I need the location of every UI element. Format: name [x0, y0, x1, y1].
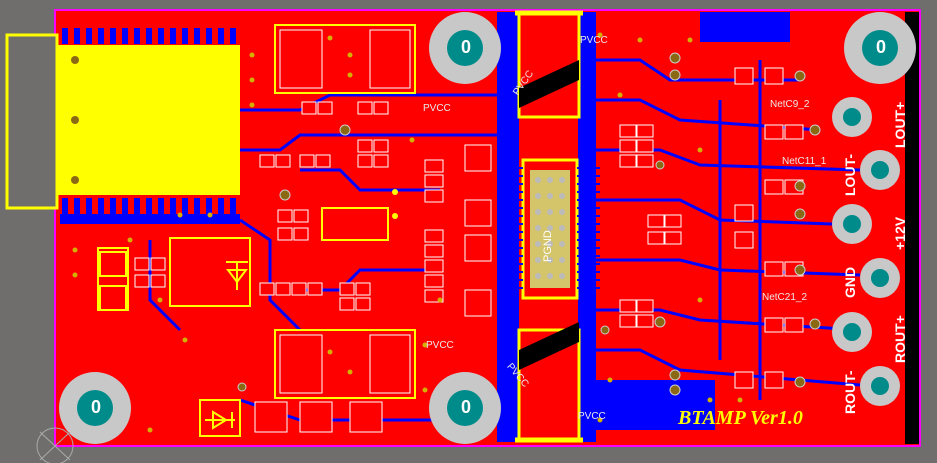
connector-label-lout-plus: LOUT+ — [892, 101, 908, 148]
smd-outlines — [99, 251, 248, 430]
bt-module-pins-bottom — [62, 198, 236, 214]
mounting-hole-top-right — [844, 12, 916, 84]
connector-label-rout-plus: ROUT+ — [892, 315, 908, 363]
hole-label-bottom-left: 0 — [91, 397, 102, 417]
board-title: BTAMP Ver1.0 — [678, 407, 803, 429]
ic-label-pgnd: PGND — [542, 230, 554, 262]
ic-thermal-vias — [535, 177, 565, 279]
bt-module-pins-top — [62, 28, 236, 44]
hole-label-top-right: 0 — [876, 37, 887, 57]
smd-parts — [134, 67, 804, 389]
connector-label-gnd: GND — [842, 266, 858, 298]
mounting-hole-top-center — [429, 12, 501, 84]
net-label-c9: NetC9_2 — [770, 99, 810, 110]
ic-pins-left — [500, 167, 523, 289]
mounting-hole-bottom-center — [429, 372, 501, 444]
hole-label-top-center: 0 — [461, 37, 472, 57]
shield-outline — [5, 33, 59, 210]
connector-label-12v: +12V — [892, 216, 908, 250]
board-edge-dark — [905, 12, 919, 444]
pvcc-label-1: PVCC — [580, 35, 608, 46]
mounting-hole-bottom-left — [59, 372, 131, 444]
heatsink-clip-marks — [519, 60, 579, 370]
origin-marker — [36, 427, 74, 463]
bt-module-pad — [58, 45, 240, 195]
net-label-c21: NetC21_2 — [762, 292, 808, 303]
pvcc-label-4: PVCC — [426, 340, 454, 351]
net-label-c11: NetC11_1 — [782, 156, 827, 167]
small-vias — [237, 52, 821, 396]
stitch-dots — [72, 32, 743, 433]
inductor-pads — [254, 29, 411, 433]
connector-label-rout-minus: ROUT- — [842, 370, 858, 414]
pvcc-label-6: PVCC — [578, 411, 606, 422]
terminal-pads — [832, 97, 900, 406]
hole-label-bottom-center: 0 — [461, 397, 472, 417]
connector-label-lout-minus: LOUT- — [842, 154, 858, 196]
ic-pins-right — [577, 167, 600, 289]
pvcc-label-2: PVCC — [423, 103, 451, 114]
bt-module-vias — [71, 56, 79, 184]
